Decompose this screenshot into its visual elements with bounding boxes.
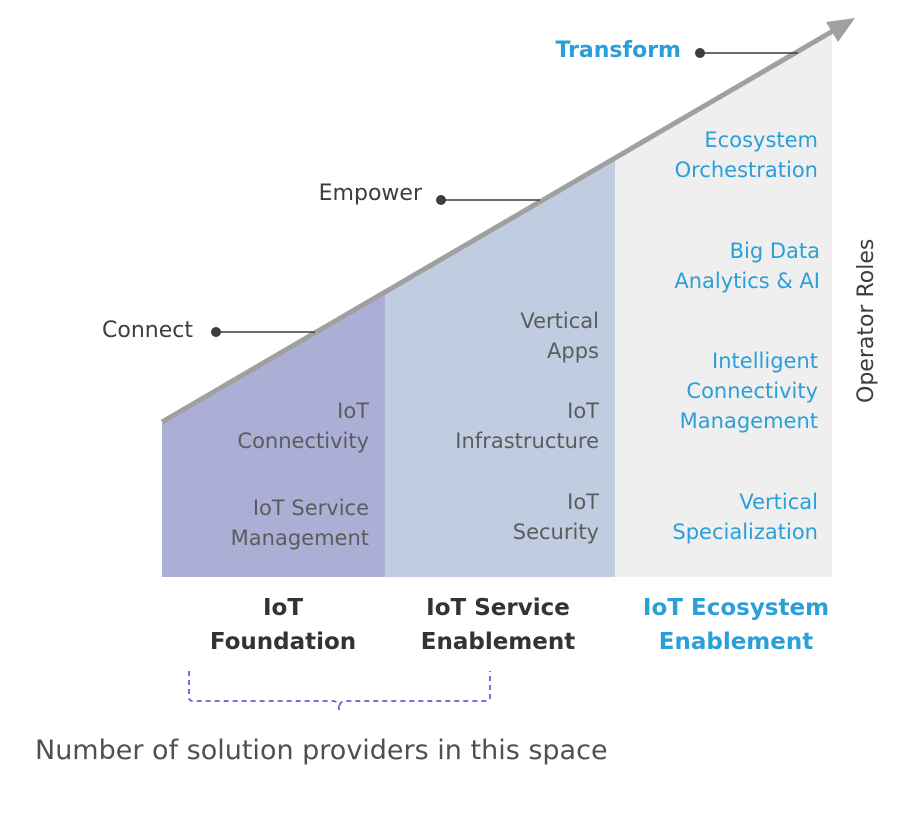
ecosystem-item-connectivity-management: Intelligent Connectivity Management [679,349,818,433]
growth-arrow-line [160,25,840,425]
service-enablement-label: IoT Service Enablement [420,595,576,655]
service-item-security: IoT Security [512,490,599,544]
ecosystem-enablement-label: IoT Ecosystem Enablement [642,595,830,655]
ecosystem-column [615,31,832,577]
foundation-label: IoT Foundation [209,595,357,655]
solution-providers-bracket [188,671,491,711]
service-item-infrastructure: IoT Infrastructure [455,399,599,453]
foundation-item-service-management: IoT Service Management [230,496,369,550]
ecosystem-item-specialization: Vertical Specialization [672,490,818,544]
stage-connect: Connect [102,318,193,343]
growth-arrow-head [826,18,855,42]
service-item-vertical-apps: Vertical Apps [520,309,599,363]
foundation-item-connectivity: IoT Connectivity [237,399,369,453]
stage-transform: Transform [555,38,681,63]
stage-empower: Empower [318,181,422,206]
ecosystem-item-analytics: Big Data Analytics & AI [674,239,820,293]
service-column [385,158,615,577]
operator-roles-title: Operator Roles [854,238,879,403]
ecosystem-item-orchestration: Ecosystem Orchestration [674,128,818,182]
foundation-column [162,293,385,577]
solution-providers-note: Number of solution providers in this spa… [35,735,608,766]
